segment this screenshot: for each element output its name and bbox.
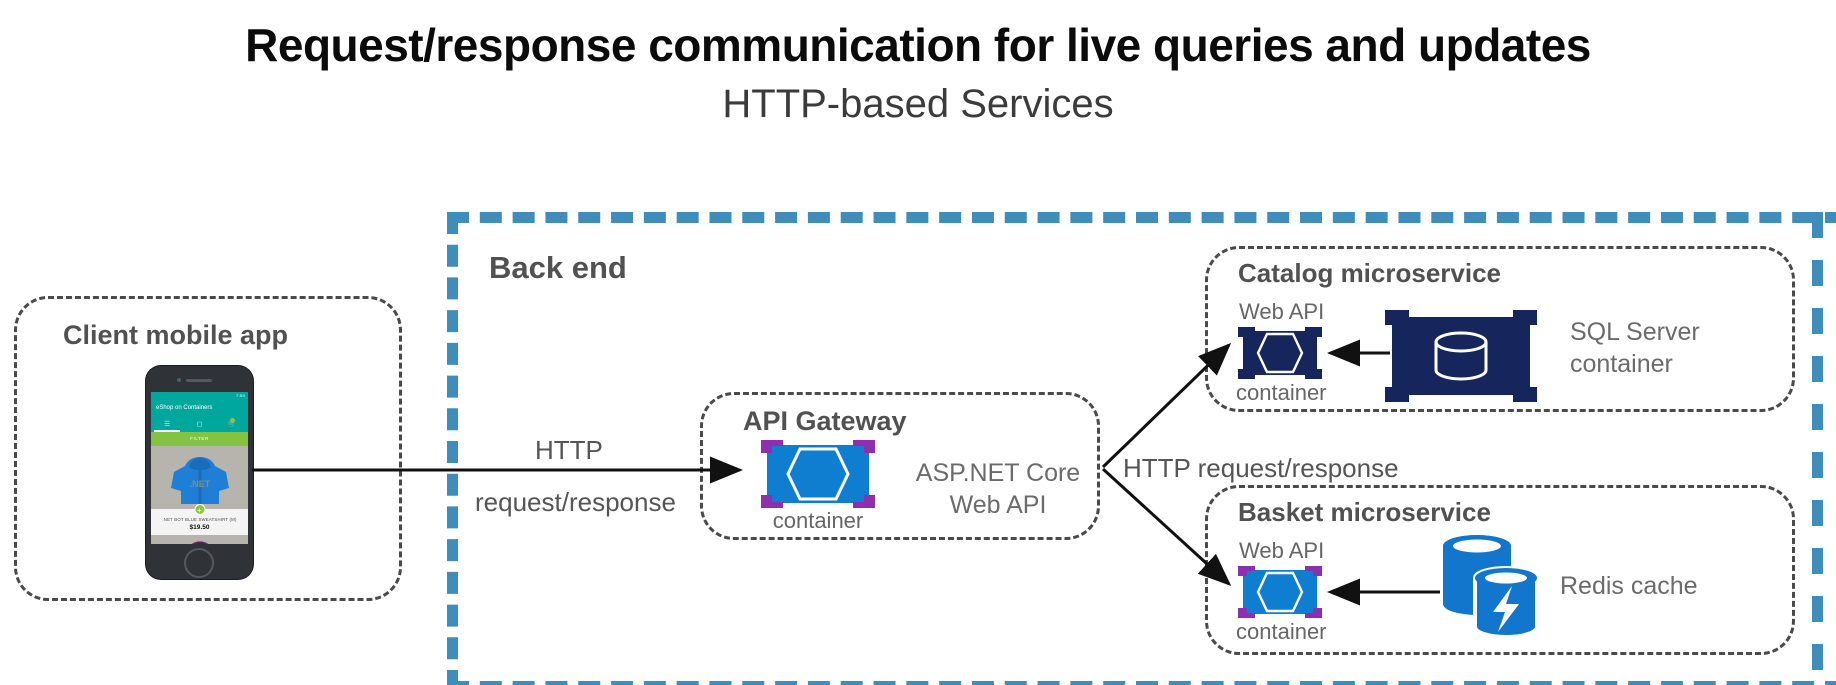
page-title: Request/response communication for live … (245, 19, 1591, 71)
phone-tab-catalog[interactable]: ☰ (164, 421, 171, 428)
phone-tab-bar: ☰ ◻ 🛒 (151, 417, 248, 432)
phone-home-button[interactable] (184, 548, 214, 578)
phone-product-image-2 (151, 535, 248, 544)
redis-cache-icon (1435, 528, 1545, 643)
api-gateway-group (700, 392, 1100, 540)
phone-status-bar: 7:59 (151, 392, 248, 401)
phone-screen: 7:59 eShop on Containers ☰ ◻ 🛒 FILTER .N… (151, 392, 248, 544)
phone-tab-indicator (154, 430, 180, 432)
basket-container-caption: container (1236, 619, 1327, 644)
client-mobile-app-title: Client mobile app (63, 320, 289, 350)
phone-basket-badge (230, 418, 235, 423)
api-gateway-title: API Gateway (743, 406, 907, 436)
client-gateway-edge-label-line2: request/response (475, 487, 676, 517)
catalog-container-icon (1236, 327, 1324, 379)
phone-product-price: $19.50 (151, 522, 248, 535)
sql-server-label-line2: container (1570, 350, 1673, 378)
catalog-microservice-title: Catalog microservice (1238, 258, 1502, 288)
backend-boundary-right-edge (1812, 212, 1823, 685)
catalog-microservice-group (1205, 246, 1795, 412)
phone-tab-profile[interactable]: ◻ (196, 421, 203, 428)
phone-product-name: .NET BOT BLUE SWEATSHIRT (M) (151, 509, 248, 522)
phone-add-to-basket-button[interactable]: + (194, 504, 205, 515)
redis-cache-label: Redis cache (1560, 572, 1698, 600)
sql-server-container-icon (1381, 310, 1541, 402)
backend-boundary (447, 212, 1836, 685)
basket-microservice-title: Basket microservice (1238, 497, 1491, 527)
backend-label: Back end (489, 250, 627, 285)
catalog-container-caption: container (1236, 380, 1327, 405)
phone-app-title: eShop on Containers (151, 401, 248, 417)
api-gateway-container-caption: container (772, 508, 864, 533)
catalog-webapi-label: Web API (1239, 299, 1325, 324)
client-mobile-app-group (14, 296, 402, 601)
page-subtitle: HTTP-based Services (722, 82, 1114, 126)
hoodie-blue-icon: .NET (170, 457, 229, 504)
basket-webapi-label: Web API (1239, 538, 1325, 563)
sql-server-label: SQL Server container (1570, 316, 1700, 380)
client-gateway-edge-label-line1: HTTP (535, 435, 603, 465)
gateway-services-edge-label: HTTP request/response (1123, 453, 1399, 483)
api-gateway-tech-line1: ASP.NET Core (915, 459, 1081, 487)
phone-tab-basket[interactable]: 🛒 (227, 421, 237, 428)
api-gateway-tech-label: ASP.NET Core Web API (905, 457, 1091, 521)
phone-product-image: .NET + (151, 446, 248, 515)
sql-server-label-line1: SQL Server (1570, 318, 1700, 346)
hoodie-purple-icon (191, 541, 208, 544)
svg-text:.NET: .NET (189, 479, 210, 489)
phone-camera-icon (177, 378, 181, 382)
api-gateway-container-icon (757, 440, 879, 508)
basket-container-icon (1236, 566, 1324, 618)
phone-filter-button[interactable]: FILTER (151, 432, 248, 446)
phone-status-time: 7:59 (236, 393, 245, 398)
api-gateway-tech-line2: Web API (949, 491, 1047, 519)
phone-mockup: 7:59 eShop on Containers ☰ ◻ 🛒 FILTER .N… (146, 366, 253, 579)
phone-earpiece (186, 379, 212, 382)
